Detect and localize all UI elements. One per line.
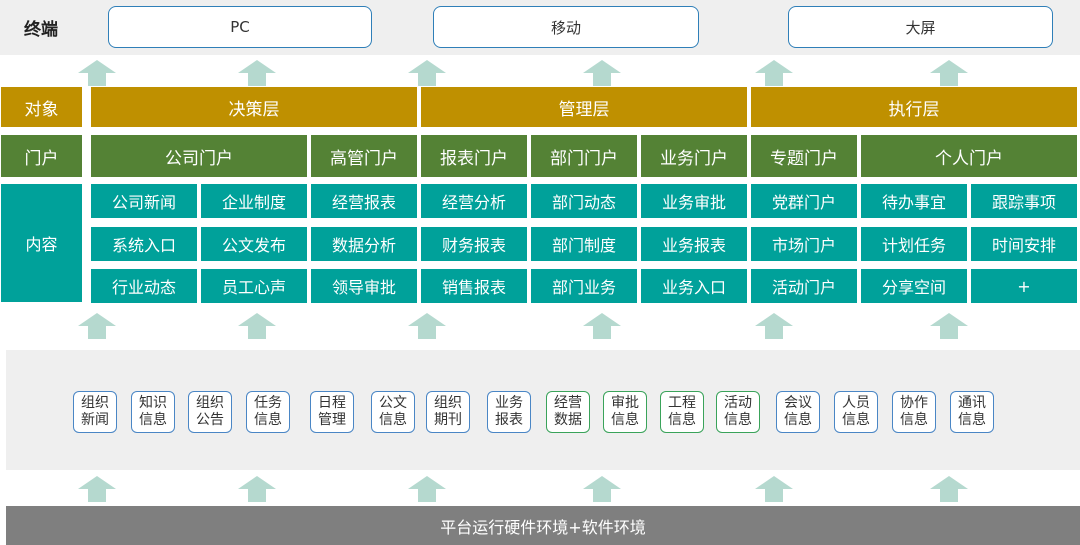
- content-item: 待办事宜: [861, 184, 967, 218]
- content-item: 业务报表: [641, 227, 747, 261]
- content-item: 领导审批: [311, 269, 417, 303]
- portal-business: 业务门户: [641, 135, 747, 177]
- up-arrow-icon: [238, 313, 276, 339]
- terminal-bigscreen: 大屏: [788, 6, 1053, 48]
- portal-topic: 专题门户: [751, 135, 857, 177]
- up-arrow-icon: [930, 313, 968, 339]
- info-source-chip: 经营 数据: [546, 391, 590, 433]
- up-arrow-icon: [755, 60, 793, 86]
- up-arrow-icon: [78, 476, 116, 502]
- info-source-chip: 通讯 信息: [950, 391, 994, 433]
- content-item: 企业制度: [201, 184, 307, 218]
- info-source-chip: 组织 期刊: [426, 391, 470, 433]
- portal-department: 部门门户: [531, 135, 637, 177]
- info-source-chip: 协作 信息: [892, 391, 936, 433]
- content-item: 分享空间: [861, 269, 967, 303]
- row-label-portal: 门户: [1, 135, 82, 177]
- info-source-chip: 组织 新闻: [73, 391, 117, 433]
- content-item: +: [971, 269, 1077, 303]
- content-item: 业务入口: [641, 269, 747, 303]
- info-source-chip: 公文 信息: [371, 391, 415, 433]
- portal-personal: 个人门户: [861, 135, 1077, 177]
- up-arrow-icon: [755, 476, 793, 502]
- portal-report: 报表门户: [421, 135, 527, 177]
- info-source-chip: 业务 报表: [487, 391, 531, 433]
- content-item: 计划任务: [861, 227, 967, 261]
- up-arrow-icon: [408, 60, 446, 86]
- content-item: 数据分析: [311, 227, 417, 261]
- info-source-chip: 人员 信息: [834, 391, 878, 433]
- content-item: 经营分析: [421, 184, 527, 218]
- content-item: 市场门户: [751, 227, 857, 261]
- up-arrow-icon: [238, 476, 276, 502]
- platform-base: 平台运行硬件环境+软件环境: [6, 506, 1080, 545]
- content-item: 党群门户: [751, 184, 857, 218]
- up-arrow-icon: [755, 313, 793, 339]
- terminal-pc: PC: [108, 6, 372, 48]
- content-item: 时间安排: [971, 227, 1077, 261]
- up-arrow-icon: [930, 476, 968, 502]
- content-item: 系统入口: [91, 227, 197, 261]
- content-item: 行业动态: [91, 269, 197, 303]
- up-arrow-icon: [238, 60, 276, 86]
- content-item: 部门动态: [531, 184, 637, 218]
- row-label-object: 对象: [1, 87, 82, 127]
- up-arrow-icon: [583, 60, 621, 86]
- up-arrow-icon: [583, 476, 621, 502]
- info-source-chip: 审批 信息: [603, 391, 647, 433]
- portal-company: 公司门户: [91, 135, 307, 177]
- content-item: 公司新闻: [91, 184, 197, 218]
- content-item: 公文发布: [201, 227, 307, 261]
- up-arrow-icon: [78, 313, 116, 339]
- row-label-content: 内容: [1, 184, 82, 302]
- content-item: 业务审批: [641, 184, 747, 218]
- content-item: 经营报表: [311, 184, 417, 218]
- content-item: 财务报表: [421, 227, 527, 261]
- object-execution: 执行层: [751, 87, 1077, 127]
- up-arrow-icon: [583, 313, 621, 339]
- content-item: 员工心声: [201, 269, 307, 303]
- content-item: 部门业务: [531, 269, 637, 303]
- info-source-chip: 日程 管理: [310, 391, 354, 433]
- info-source-chip: 会议 信息: [776, 391, 820, 433]
- info-source-chip: 活动 信息: [716, 391, 760, 433]
- terminal-mobile: 移动: [433, 6, 699, 48]
- up-arrow-icon: [78, 60, 116, 86]
- info-source-chip: 工程 信息: [660, 391, 704, 433]
- content-item: 销售报表: [421, 269, 527, 303]
- content-item: 跟踪事项: [971, 184, 1077, 218]
- info-source-chip: 组织 公告: [188, 391, 232, 433]
- up-arrow-icon: [408, 313, 446, 339]
- content-item: 活动门户: [751, 269, 857, 303]
- info-source-chip: 知识 信息: [131, 391, 175, 433]
- info-source-chip: 任务 信息: [246, 391, 290, 433]
- portal-executive: 高管门户: [311, 135, 417, 177]
- object-decision: 决策层: [91, 87, 417, 127]
- up-arrow-icon: [408, 476, 446, 502]
- object-management: 管理层: [421, 87, 747, 127]
- row-label-terminal: 终端: [24, 20, 58, 40]
- content-item: 部门制度: [531, 227, 637, 261]
- up-arrow-icon: [930, 60, 968, 86]
